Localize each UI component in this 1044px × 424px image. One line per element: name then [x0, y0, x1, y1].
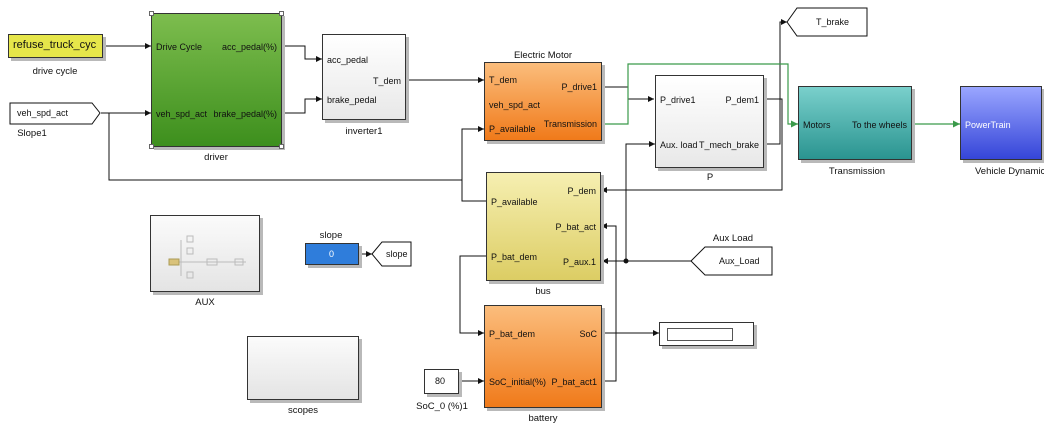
electric-motor-title: Electric Motor: [513, 50, 573, 61]
driver-block[interactable]: Drive Cycle acc_pedal(%) veh_spd_act bra…: [149, 11, 284, 149]
inverter1-in-acc-pedal: acc_pedal: [327, 55, 369, 65]
bus-block[interactable]: P_dem P_available P_bat_act P_bat_dem P_…: [486, 172, 601, 281]
signal-line[interactable]: [282, 45, 322, 62]
transmission-block[interactable]: Motors To the wheels: [798, 86, 912, 160]
vehicle-in-powertrain: PowerTrain: [965, 120, 1011, 130]
slope-constant-value: 0: [329, 249, 335, 259]
p-caption: P: [706, 172, 714, 183]
vehicle-dynamic-caption: Vehicle Dynamic: [975, 166, 1044, 177]
bus-in-p-bat-dem: P_bat_dem: [491, 252, 538, 262]
slope-goto-label: slope: [386, 249, 408, 259]
transmission-in-motors: Motors: [803, 120, 831, 130]
battery-caption: battery: [528, 413, 558, 424]
motor-in-p-available: P_available: [489, 124, 536, 134]
motor-out-transmission: Transmission: [543, 119, 597, 129]
signal-line[interactable]: [459, 255, 486, 336]
bus-out-p-dem: P_dem: [567, 186, 596, 196]
inverter1-out-t-dem: T_dem: [372, 76, 401, 86]
driver-caption: driver: [204, 152, 228, 163]
slope1-tag-label: veh_spd_act: [17, 108, 69, 118]
signal-line[interactable]: [282, 96, 322, 114]
signal-line[interactable]: [764, 19, 787, 145]
battery-in-soc-initial: SoC_initial(%): [489, 377, 547, 387]
soc-display-window: [667, 328, 733, 341]
p-in-aux-load: Aux. load: [660, 140, 698, 150]
vehicle-dynamic-block[interactable]: PowerTrain: [960, 86, 1042, 160]
bus-out-p-aux1: P_aux.1: [562, 257, 596, 267]
inverter1-caption: inverter1: [345, 126, 383, 137]
bus-in-p-available: P_available: [491, 197, 538, 207]
slope-constant-block[interactable]: 0: [305, 243, 359, 265]
motor-out-p-drive1: P_drive1: [561, 82, 597, 92]
physical-line[interactable]: [602, 63, 798, 128]
resize-handle[interactable]: [149, 144, 154, 149]
battery-out-soc: SoC: [579, 329, 597, 339]
soc-display-block[interactable]: [659, 322, 754, 346]
p-out-p-dem1: P_dem1: [725, 95, 759, 105]
slope-goto-tag[interactable]: [371, 241, 412, 267]
resize-handle[interactable]: [279, 144, 284, 149]
driver-in-drive-cycle: Drive Cycle: [156, 42, 203, 52]
aux-preview-icon: [168, 235, 246, 279]
slope-title: slope: [319, 230, 343, 241]
signal-line[interactable]: [601, 98, 783, 193]
inverter1-block[interactable]: acc_pedal T_dem brake_pedal: [322, 34, 406, 120]
soc-initial-value: 80: [435, 376, 446, 386]
aux-load-from-tag[interactable]: [690, 246, 773, 276]
battery-out-p-bat-act1: P_bat_act1: [551, 377, 597, 387]
p-out-t-mech-brake: T_mech_brake: [698, 140, 759, 150]
drive-cycle-caption: drive cycle: [32, 66, 78, 77]
t-brake-goto-tag[interactable]: [786, 7, 868, 37]
aux-block[interactable]: [150, 215, 260, 292]
battery-in-p-bat-dem: P_bat_dem: [489, 329, 536, 339]
scopes-block[interactable]: [247, 336, 359, 400]
soc-initial-constant-block[interactable]: 80: [424, 369, 459, 394]
resize-handle[interactable]: [279, 11, 284, 16]
transmission-out-wheels: To the wheels: [851, 120, 907, 130]
p-in-p-drive1: P_drive1: [660, 95, 696, 105]
p-block[interactable]: P_drive1 P_dem1 Aux. load T_mech_brake: [655, 75, 764, 168]
motor-in-t-dem: T_dem: [489, 75, 518, 85]
signal-line[interactable]: [461, 129, 486, 202]
slope1-from-tag[interactable]: [9, 102, 101, 125]
battery-block[interactable]: P_bat_dem SoC SoC_initial(%) P_bat_act1: [484, 305, 602, 408]
drive-cycle-block[interactable]: refuse_truck_cyc: [8, 34, 103, 58]
bus-out-p-bat-act: P_bat_act: [555, 222, 596, 232]
signal-line[interactable]: [601, 223, 617, 382]
motor-in-veh-spd: veh_spd_act: [489, 100, 541, 110]
driver-out-acc-pedal: acc_pedal(%): [221, 42, 277, 52]
resize-handle[interactable]: [149, 11, 154, 16]
inverter1-in-brake-pedal: brake_pedal: [327, 95, 377, 105]
t-brake-label: T_brake: [816, 17, 850, 27]
scopes-caption: scopes: [287, 405, 319, 416]
electric-motor-block[interactable]: T_dem P_drive1 veh_spd_act Transmission …: [484, 62, 602, 141]
aux-caption: AUX: [195, 297, 215, 308]
signal-line[interactable]: [625, 141, 655, 261]
transmission-caption: Transmission: [828, 166, 886, 177]
aux-load-label: Aux_Load: [719, 256, 760, 266]
aux-load-title: Aux Load: [712, 233, 754, 244]
bus-caption: bus: [535, 286, 551, 297]
driver-out-brake-pedal: brake_pedal(%): [213, 109, 277, 119]
driver-in-veh-spd: veh_spd_act: [156, 109, 208, 119]
slope1-caption: Slope1: [17, 128, 47, 139]
drive-cycle-value: refuse_truck_cyc: [13, 39, 97, 51]
soc-initial-caption: SoC_0 (%)1: [416, 401, 468, 412]
